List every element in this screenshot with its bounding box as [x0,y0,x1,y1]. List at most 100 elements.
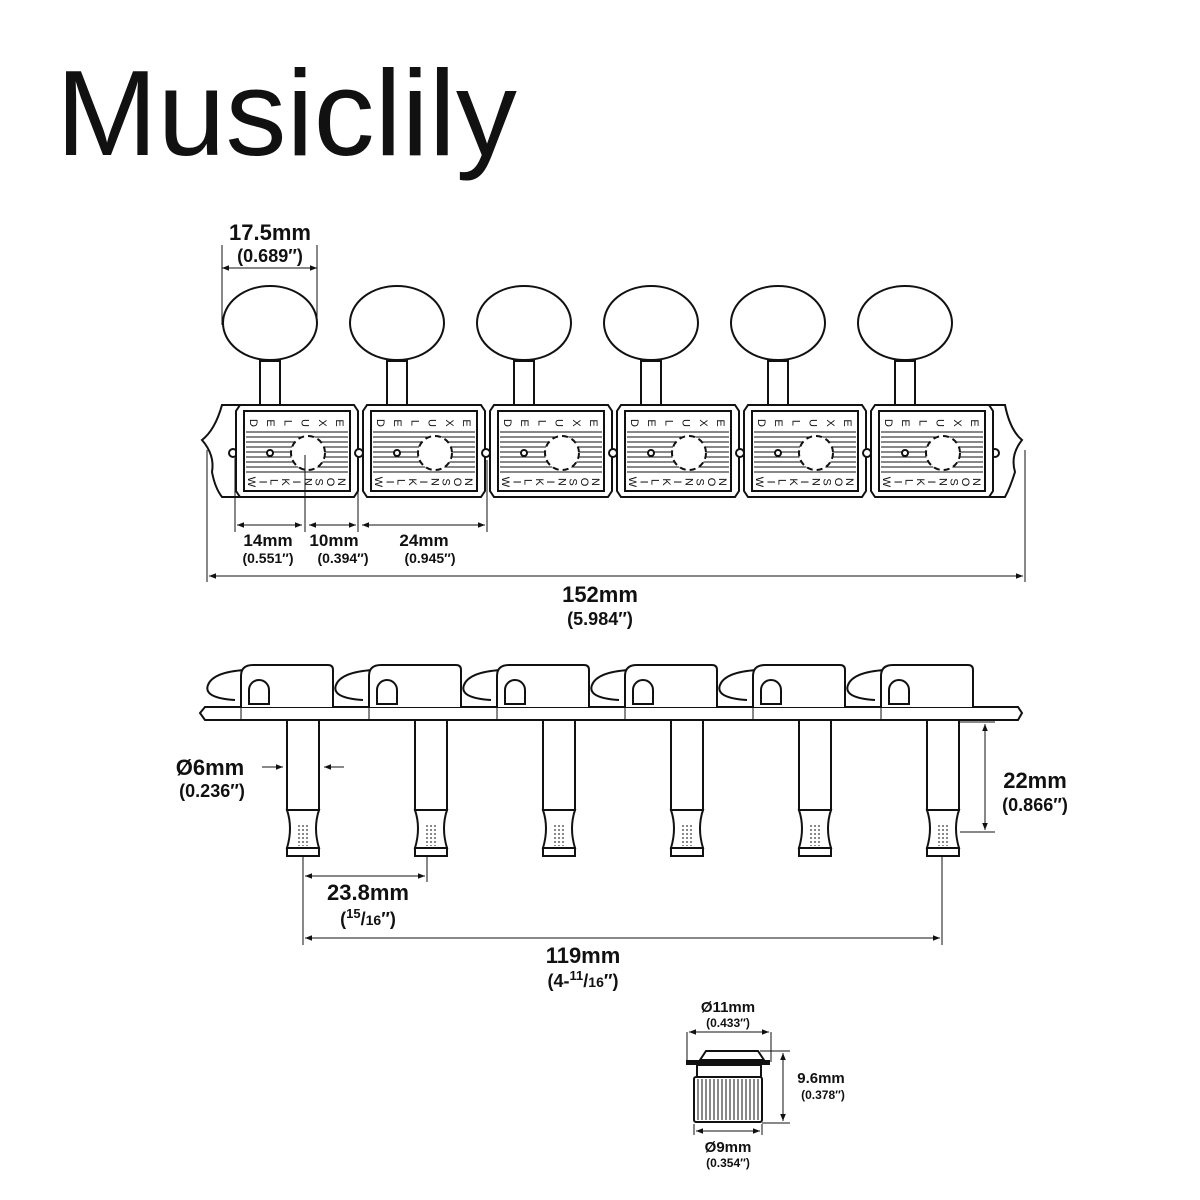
engraving-letter: N [970,478,982,486]
engraving-letter: I [417,480,429,483]
engraving-letter: L [281,420,293,426]
post-cap [542,847,576,857]
engraving-letter: D [882,419,894,427]
engraving-letter: L [268,479,280,485]
engraving-letter: I [256,480,268,483]
knob-profile [846,668,886,707]
string-hole [760,679,782,705]
engraving-letter: I [764,480,776,483]
engraving-letter: L [789,420,801,426]
gear-outline [544,435,580,471]
string-hole [504,679,526,705]
post-cap [798,847,832,857]
brand-title: Musiclily [56,45,517,181]
post-spacing-inch: (15/16″) [340,906,396,929]
knob-width-mm: 17.5mm [229,220,311,245]
engraving-letter: W [626,477,638,488]
post-cap [926,847,960,857]
knob-width-inch: (0.689″) [237,246,303,266]
engraving-letter: O [324,478,336,487]
tuner-knob [349,285,445,361]
engraving-letter: E [518,419,530,426]
engraving-letter: I [671,480,683,483]
mount-hole [354,448,364,458]
engraving-letter: X [697,419,709,427]
engraving-letter: U [934,419,946,427]
engraving-letter: S [948,478,960,485]
post-height-dimension: 22mm (0.866″) [960,721,1068,833]
post [926,719,960,811]
engraving-letter: S [567,478,579,485]
knob-profile [206,668,246,707]
gear-outline [671,435,707,471]
mount-hole [608,448,618,458]
engraving-letter: L [408,420,420,426]
engraving-letter: N [301,478,313,486]
bushing-body-mm: Ø9mm [705,1139,752,1156]
tuner-side [206,664,334,857]
tuner-shaft [767,359,789,406]
engraving-letter: K [787,478,799,486]
engraving-letter: X [316,419,328,427]
engraving-letter: E [264,419,276,426]
engraving-letter: E [333,419,345,426]
total-length-mm: 152mm [562,582,638,607]
post-span-mm: 119mm [546,943,621,968]
engraving-letter: N [682,478,694,486]
bushing: Ø11mm (0.433″) 9.6mm (0.378″) Ø9mm (0.35… [686,999,845,1170]
engraving-letter: D [628,419,640,427]
engraving-letter: E [841,419,853,426]
post-height-mm: 22mm [1003,768,1067,793]
post-to-hole-inch: (0.394″) [317,550,368,566]
shaft-hole [901,449,909,457]
engraving-letter: L [649,479,661,485]
shaft-hole [774,449,782,457]
post-spacing-mm: 23.8mm [327,880,409,905]
engraving-letter: N [335,478,347,486]
side-plate [198,706,1024,721]
engraving-letter: I [891,480,903,483]
end-to-post-mm: 14mm [243,531,292,550]
total-length-inch: (5.984″) [567,609,633,629]
engraving-letter: S [694,478,706,485]
tuner-side [462,664,590,857]
tuner-side [590,664,718,857]
engraving-letter: U [553,419,565,427]
engraving-letter: L [662,420,674,426]
post [798,719,832,811]
engraving-letter: O [578,478,590,487]
string-hole [376,679,398,705]
housing-mm: 24mm [399,531,448,550]
mount-hole [481,448,491,458]
engraving-letter: K [660,478,672,486]
engraving-letter: K [279,478,291,486]
engraving-letter: D [755,419,767,427]
tuner-shaft [640,359,662,406]
knob-profile [590,668,630,707]
gear-outline [417,435,453,471]
tuner-knob [730,285,826,361]
post [542,719,576,811]
tuner-knob [476,285,572,361]
gear-outline [925,435,961,471]
engraving-letter: K [533,478,545,486]
engraving-letter: U [299,419,311,427]
gear-outline [290,435,326,471]
tuner-shaft [513,359,535,406]
engraving-letter: O [959,478,971,487]
engraving-letter: I [510,480,522,483]
bushing-height-mm: 9.6mm [797,1070,845,1087]
post-to-hole-mm: 10mm [309,531,358,550]
engraving-letter: N [843,478,855,486]
engraving-letter: W [753,477,765,488]
engraving-letter: W [880,477,892,488]
tuner-knob [222,285,318,361]
post-diameter-dimension: Ø6mm (0.236″) [176,755,344,801]
bushing-flange-inch: (0.433″) [706,1016,750,1030]
tuner-knob [603,285,699,361]
engraving-letter: O [832,478,844,487]
post-diameter-mm: Ø6mm [176,755,244,780]
